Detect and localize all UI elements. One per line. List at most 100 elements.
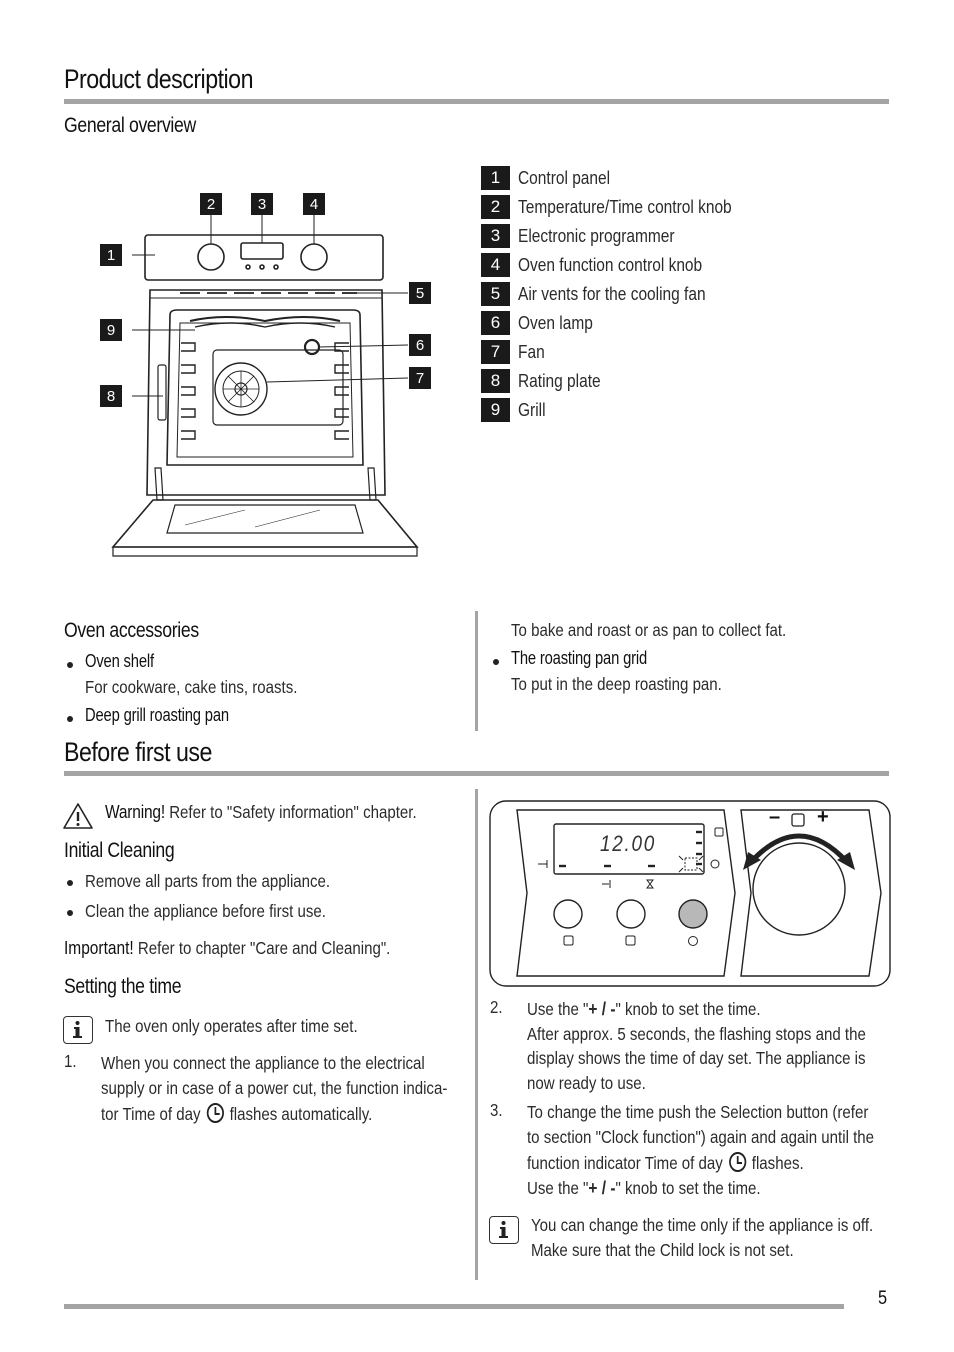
legend-item: 3 Electronic programmer bbox=[481, 224, 700, 248]
legend-number: 4 bbox=[481, 253, 510, 277]
legend-item: 2 Temperature/Time control knob bbox=[481, 195, 766, 219]
step-1-line: tor Time of day flashes automatically. bbox=[101, 1102, 372, 1127]
accessory-name: The roasting pan grid bbox=[511, 648, 648, 668]
callout-6: 6 bbox=[409, 334, 431, 356]
legend-number: 2 bbox=[481, 195, 510, 219]
step-text: function indicator Time of day bbox=[527, 1153, 723, 1173]
step-2-line: After approx. 5 seconds, the flashing st… bbox=[527, 1024, 866, 1044]
step-number: 3. bbox=[490, 1100, 503, 1120]
legend-number: 1 bbox=[481, 166, 510, 190]
step-1-line: When you connect the appliance to the el… bbox=[101, 1053, 425, 1073]
bullet bbox=[67, 910, 73, 916]
legend-label: Fan bbox=[518, 341, 545, 362]
legend-item: 7 Fan bbox=[481, 340, 549, 364]
legend-label: Oven function control knob bbox=[518, 254, 703, 275]
column-divider bbox=[475, 789, 478, 1280]
legend-label: Air vents for the cooling fan bbox=[518, 283, 706, 304]
legend-label: Grill bbox=[518, 399, 546, 420]
function-knob-shape bbox=[300, 243, 328, 271]
footer-rule bbox=[64, 1304, 844, 1309]
page-title: Product description bbox=[64, 64, 253, 94]
legend-label: Control panel bbox=[518, 167, 611, 188]
legend-item: 6 Oven lamp bbox=[481, 311, 605, 335]
section-heading-oven-accessories: Oven accessories bbox=[64, 619, 199, 642]
clock-icon bbox=[728, 1152, 746, 1172]
step-2-line: Use the "+ / -" knob to set the time. bbox=[527, 997, 761, 1022]
plus-minus-symbol: + / - bbox=[588, 1178, 616, 1198]
step-2-line: now ready to use. bbox=[527, 1073, 646, 1093]
step-3-line: to section "Clock function") again and a… bbox=[527, 1127, 875, 1147]
legend-item: 5 Air vents for the cooling fan bbox=[481, 282, 736, 306]
important-text: Refer to chapter "Care and Cleaning". bbox=[137, 938, 391, 958]
step-number: 1. bbox=[64, 1051, 77, 1071]
step-3-line: To change the time push the Selection bu… bbox=[527, 1102, 869, 1122]
step-1-line: supply or in case of a power cut, the fu… bbox=[101, 1078, 448, 1098]
accessory-desc: For cookware, cake tins, roasts. bbox=[85, 677, 298, 697]
warning-message: Refer to "Safety information" chapter. bbox=[169, 802, 417, 822]
callout-2: 2 bbox=[200, 193, 222, 215]
cleaning-step: Remove all parts from the appliance. bbox=[85, 871, 331, 891]
cleaning-step: Clean the appliance before first use. bbox=[85, 901, 326, 921]
clock-icon bbox=[206, 1103, 224, 1123]
callout-5: 5 bbox=[409, 282, 431, 304]
step-text: " knob to set the time. bbox=[615, 999, 761, 1019]
control-panel-illustration bbox=[489, 800, 891, 987]
accessory-desc: To bake and roast or as pan to collect f… bbox=[511, 620, 787, 640]
step-2-line: display shows the time of day set. The a… bbox=[527, 1048, 866, 1068]
bullet bbox=[493, 659, 499, 665]
legend-number: 7 bbox=[481, 340, 510, 364]
oven-diagram bbox=[111, 215, 419, 557]
title-rule bbox=[64, 99, 889, 104]
step-text: Use the " bbox=[527, 999, 589, 1019]
temperature-knob-shape bbox=[197, 243, 225, 271]
callout-4: 4 bbox=[303, 193, 325, 215]
accessory-name: Oven shelf bbox=[85, 651, 154, 671]
important-label: Important! bbox=[64, 938, 134, 958]
accessory-desc: To put in the deep roasting pan. bbox=[511, 674, 722, 694]
step-text: Use the " bbox=[527, 1178, 589, 1198]
callout-9: 9 bbox=[100, 319, 122, 341]
warning-icon bbox=[63, 803, 93, 829]
legend-item: 9 Grill bbox=[481, 398, 550, 422]
display-time: 12.00 bbox=[600, 831, 656, 856]
accessory-name: Deep grill roasting pan bbox=[85, 705, 229, 725]
bullet bbox=[67, 880, 73, 886]
section-heading-general-overview: General overview bbox=[64, 114, 196, 137]
section-rule bbox=[64, 771, 889, 776]
legend-number: 8 bbox=[481, 369, 510, 393]
legend-number: 9 bbox=[481, 398, 510, 422]
callout-1: 1 bbox=[100, 244, 122, 266]
section-title-before-first-use: Before first use bbox=[64, 737, 212, 767]
callout-3: 3 bbox=[251, 193, 273, 215]
legend-label: Temperature/Time control knob bbox=[518, 196, 732, 217]
control-panel-shape bbox=[144, 234, 384, 281]
step-text: flashes automatically. bbox=[229, 1104, 373, 1124]
legend-item: 1 Control panel bbox=[481, 166, 625, 190]
step-text: " knob to set the time. bbox=[615, 1178, 761, 1198]
info-icon bbox=[63, 1016, 93, 1044]
legend-label: Oven lamp bbox=[518, 312, 593, 333]
legend-item: 4 Oven function control knob bbox=[481, 253, 732, 277]
step-text: flashes. bbox=[751, 1153, 804, 1173]
legend-number: 6 bbox=[481, 311, 510, 335]
step-number: 2. bbox=[490, 997, 503, 1017]
bullet bbox=[67, 716, 73, 722]
legend-number: 5 bbox=[481, 282, 510, 306]
legend-label: Electronic programmer bbox=[518, 225, 675, 246]
knob-plus-label: + bbox=[817, 806, 829, 828]
callout-7: 7 bbox=[409, 367, 431, 389]
info-icon bbox=[489, 1216, 519, 1244]
warning-label: Warning! bbox=[105, 802, 165, 822]
page-number: 5 bbox=[878, 1288, 888, 1309]
column-divider bbox=[475, 611, 478, 731]
knob-minus-label: – bbox=[769, 806, 781, 828]
legend-number: 3 bbox=[481, 224, 510, 248]
info-text: You can change the time only if the appl… bbox=[531, 1215, 874, 1235]
bullet bbox=[67, 662, 73, 668]
info-text: Make sure that the Child lock is not set… bbox=[531, 1240, 794, 1260]
important-note: Important! Refer to chapter "Care and Cl… bbox=[64, 936, 390, 961]
warning-text: Warning! Refer to "Safety information" c… bbox=[105, 800, 417, 825]
subheading-initial-cleaning: Initial Cleaning bbox=[64, 839, 175, 862]
programmer-display-shape bbox=[240, 242, 284, 260]
